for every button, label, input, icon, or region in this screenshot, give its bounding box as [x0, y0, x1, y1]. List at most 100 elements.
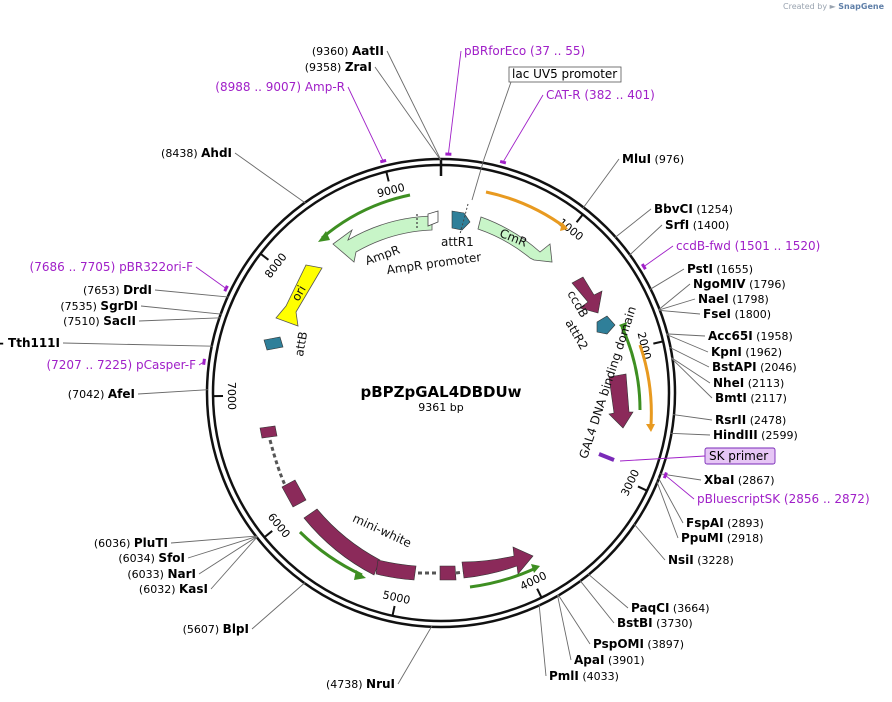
site-name-sacii: SacII [103, 314, 136, 328]
ampr-promoter-arrow [427, 210, 439, 227]
mini-white-segment-1[interactable] [259, 425, 278, 439]
site-label-nsii[interactable]: NsiI (3228) [668, 553, 734, 567]
primer-label-pbr322ori-f[interactable]: (7686 .. 7705) pBR322ori-F [30, 260, 194, 274]
site-label-rsrii[interactable]: RsrII (2478) [715, 413, 786, 427]
attb-feature[interactable] [263, 336, 284, 351]
site-label-afei[interactable]: (7042) AfeI [68, 387, 135, 401]
primer-label-amp-r[interactable]: (8988 .. 9007) Amp-R [215, 80, 345, 94]
site-name-mlui: MluI [622, 152, 651, 166]
ori-feature-arrow[interactable] [275, 264, 323, 327]
site-label-mlui[interactable]: MluI (976) [622, 152, 684, 166]
site-label-pflfi[interactable]: (7322) PflFI - Tth111I [0, 336, 60, 350]
site-label-sacii[interactable]: (7510) SacII [63, 314, 136, 328]
site-label-zrai[interactable]: (9358) ZraI [305, 60, 372, 74]
primer-label-pbrforeco[interactable]: pBRforEco (37 .. 55) [464, 44, 585, 58]
primer-range-pcasper-f: (7207 .. 7225) [46, 358, 136, 372]
lac-uv5-box[interactable] [508, 66, 622, 83]
site-pos-blpi: (5607) [183, 623, 223, 636]
site-label-sgrdi[interactable]: (7535) SgrDI [60, 299, 138, 313]
snapgene-logo-icon: ► [829, 2, 836, 11]
site-pos-xbai: (2867) [734, 474, 774, 487]
primer-name-pbluescriptsk: pBluescriptSK [697, 492, 781, 506]
site-label-aatii[interactable]: (9360) AatII [312, 44, 384, 58]
site-pos-nsii: (3228) [694, 554, 734, 567]
site-label-blpi[interactable]: (5607) BlpI [183, 622, 249, 636]
site-leader-ppumi [656, 480, 679, 539]
cmr-feature-arrow[interactable] [477, 216, 553, 263]
gal4-feature-arrow[interactable] [608, 373, 634, 429]
ampr-feature-arrow[interactable] [332, 215, 433, 263]
lac-uv5-leader-2 [471, 158, 485, 201]
site-label-nari[interactable]: (6033) NarI [127, 567, 196, 581]
site-label-psti[interactable]: PstI (1655) [687, 262, 753, 276]
mini-white-green-arrowhead-2 [531, 564, 540, 573]
site-name-ppumi: PpuMI [681, 531, 723, 545]
mini-white-segment-4[interactable] [375, 559, 417, 581]
plasmid-name: pBPZpGAL4DBDUw [360, 383, 521, 401]
mini-white-arrow[interactable] [461, 546, 534, 579]
site-label-ngomiv[interactable]: NgoMIV (1796) [693, 277, 786, 291]
site-name-pspomi: PspOMI [593, 637, 644, 651]
site-leader-srfi [628, 224, 663, 256]
site-label-ppumi[interactable]: PpuMI (2918) [681, 531, 763, 545]
attr1-feature[interactable] [451, 210, 471, 231]
site-label-srfi[interactable]: SrfI (1400) [665, 218, 729, 232]
primer-label-pbluescriptsk[interactable]: pBluescriptSK (2856 .. 2872) [697, 492, 870, 506]
site-label-kasi[interactable]: (6032) KasI [139, 582, 208, 596]
site-leader-ngomiv [658, 283, 691, 311]
site-label-xbai[interactable]: XbaI (2867) [704, 473, 774, 487]
site-name-nsii: NsiI [668, 553, 694, 567]
tick-label-8000: 8000 [262, 251, 289, 281]
site-label-nhei[interactable]: NheI (2113) [713, 376, 784, 390]
site-pos-nhei: (2113) [744, 377, 784, 390]
site-leader-psti [649, 268, 685, 290]
site-label-hindiii[interactable]: HindIII (2599) [713, 428, 798, 442]
primer-label-pcasper-f[interactable]: (7207 .. 7225) pCasper-F [46, 358, 196, 372]
site-pos-sacii: (7510) [63, 315, 103, 328]
site-label-pluti[interactable]: (6036) PluTI [94, 536, 168, 550]
site-pos-sgrdi: (7535) [60, 300, 100, 313]
site-label-bbvci[interactable]: BbvCI (1254) [654, 202, 733, 216]
primer-name-pcasper-f: pCasper-F [136, 358, 196, 372]
site-label-apai[interactable]: ApaI (3901) [574, 653, 645, 667]
site-label-bstapi[interactable]: BstAPI (2046) [712, 360, 797, 374]
primer-range-pbrforeco: (37 .. 55) [526, 44, 585, 58]
site-pos-acc65i: (1958) [753, 330, 793, 343]
site-pos-drdi: (7653) [83, 284, 123, 297]
site-leader-acc65i [666, 333, 706, 337]
attr2-feature[interactable] [596, 315, 616, 335]
site-label-naei[interactable]: NaeI (1798) [698, 292, 769, 306]
site-name-sgrdi: SgrDI [100, 299, 138, 313]
site-name-aatii: AatII [352, 44, 384, 58]
primer-range-amp-r: (8988 .. 9007) [215, 80, 305, 94]
site-label-fsei[interactable]: FseI (1800) [703, 307, 771, 321]
site-label-nrui[interactable]: (4738) NruI [326, 677, 395, 691]
site-label-ahdi[interactable]: (8438) AhdI [161, 146, 232, 160]
site-label-pspomi[interactable]: PspOMI (3897) [593, 637, 684, 651]
mini-white-segment-5[interactable] [439, 565, 457, 581]
site-label-fspai[interactable]: FspAI (2893) [686, 516, 764, 530]
site-label-bmti[interactable]: BmtI (2117) [715, 391, 787, 405]
primer-mark-amp-r [379, 158, 387, 164]
cmr-binding-arrowhead [560, 222, 568, 231]
site-leader-pmli [538, 604, 547, 677]
primer-mark-pbr322ori-f [223, 285, 229, 292]
site-pos-aatii: (9360) [312, 45, 352, 58]
site-label-kpni[interactable]: KpnI (1962) [711, 345, 782, 359]
site-label-paqci[interactable]: PaqCI (3664) [631, 601, 710, 615]
primer-leader-pbluescriptsk [665, 474, 695, 500]
site-name-fspai: FspAI [686, 516, 724, 530]
site-label-acc65i[interactable]: Acc65I (1958) [708, 329, 793, 343]
ccdb-feature-arrow[interactable] [571, 276, 603, 314]
mini-white-segment-2[interactable] [281, 479, 307, 508]
site-label-bstbi[interactable]: BstBI (3730) [617, 616, 693, 630]
primer-label-ccdb-fwd[interactable]: ccdB-fwd (1501 .. 1520) [676, 239, 820, 253]
ccdb-green-arrowhead [619, 322, 627, 332]
primer-label-cat-r[interactable]: CAT-R (382 .. 401) [546, 88, 655, 102]
site-leader-afei [137, 389, 209, 395]
site-label-drdi[interactable]: (7653) DrdI [83, 283, 152, 297]
site-label-sfoi[interactable]: (6034) SfoI [118, 551, 185, 565]
mini-white-dash-3 [455, 570, 465, 575]
primer-layer: pBRforEco (37 .. 55) CAT-R (382 .. 401) (8… [30, 44, 870, 506]
site-label-pmli[interactable]: PmlI (4033) [549, 669, 619, 683]
